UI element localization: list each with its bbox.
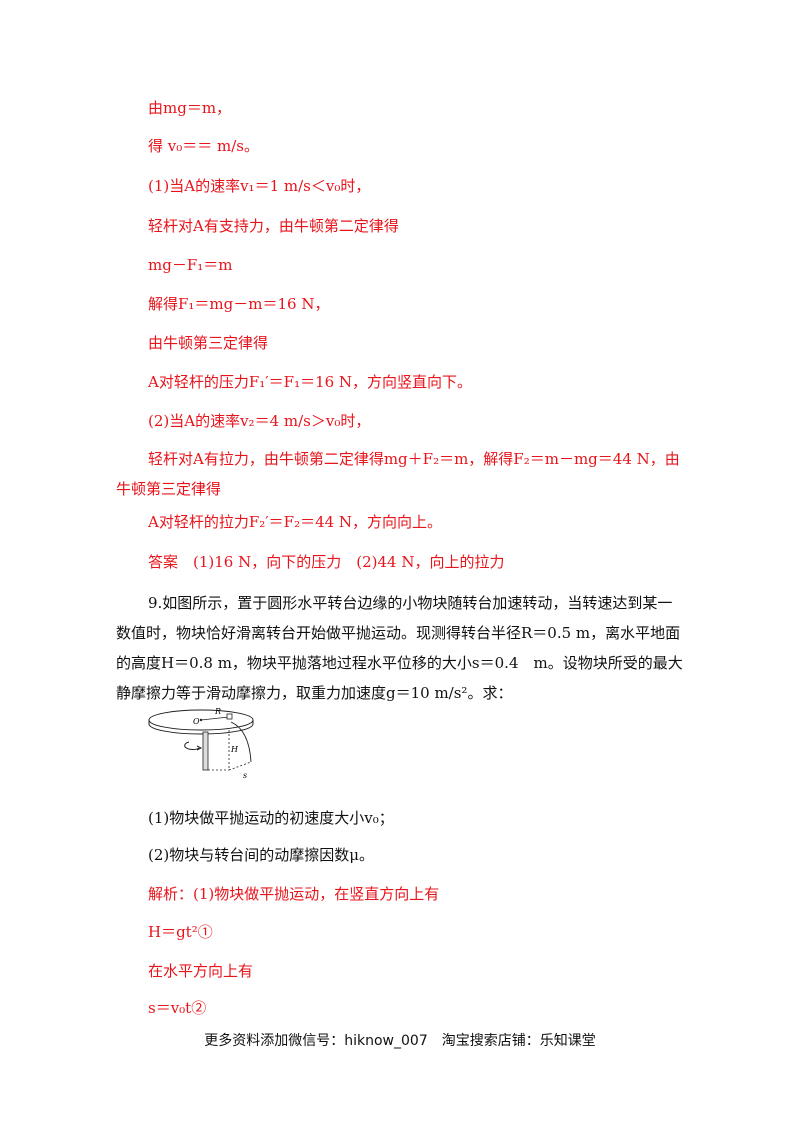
solution-line: mg－F₁＝m [148, 256, 233, 274]
turntable-figure: O R H s [148, 707, 254, 780]
solution-line: 由牛顿第三定律得 [148, 334, 269, 352]
figure-label-o: O [193, 717, 200, 726]
solution-line: 解析：(1)物块做平抛运动，在竖直方向上有 [148, 885, 440, 903]
figure-label-h: H [230, 745, 239, 754]
solution-paragraph: 轻杆对A有拉力，由牛顿第二定律得mg＋F₂＝m，解得F₂＝m－mg＝44 N，由… [116, 450, 680, 498]
problem-statement: 9.如图所示，置于圆形水平转台边缘的小物块随转台加速转动，当转速达到某一数值时，… [116, 594, 683, 702]
solution-line: A对轻杆的压力F₁′＝F₁＝16 N，方向竖直向下。 [148, 373, 473, 391]
solution-line: 在水平方向上有 [148, 962, 254, 980]
solution-line: A对轻杆的拉力F₂′＝F₂＝44 N，方向向上。 [148, 513, 443, 531]
solution-line: 由mg＝m， [148, 99, 232, 117]
solution-line: s＝v₀t② [148, 999, 207, 1017]
page-footer: 更多资料添加微信号：hiknow_007 淘宝搜索店铺：乐知课堂 [204, 1033, 596, 1049]
answer-line: 答案 (1)16 N，向下的压力 (2)44 N，向上的拉力 [148, 553, 505, 571]
solution-line: 解得F₁＝mg－m＝16 N， [148, 295, 330, 313]
figure-label-s: s [243, 771, 247, 780]
figure-label-r: R [214, 707, 221, 716]
solution-line: 轻杆对A有支持力，由牛顿第二定律得 [148, 217, 399, 235]
question-1: (1)物块做平抛运动的初速度大小v₀； [148, 809, 394, 827]
solution-line: (2)当A的速率v₂＝4 m/s＞v₀时， [148, 412, 371, 430]
solution-line: 得 v₀＝＝ m/s。 [148, 137, 259, 155]
solution-line: (1)当A的速率v₁＝1 m/s＜v₀时， [148, 177, 371, 195]
solution-line: H＝gt²① [148, 923, 213, 941]
question-2: (2)物块与转台间的动摩擦因数μ。 [148, 846, 374, 864]
